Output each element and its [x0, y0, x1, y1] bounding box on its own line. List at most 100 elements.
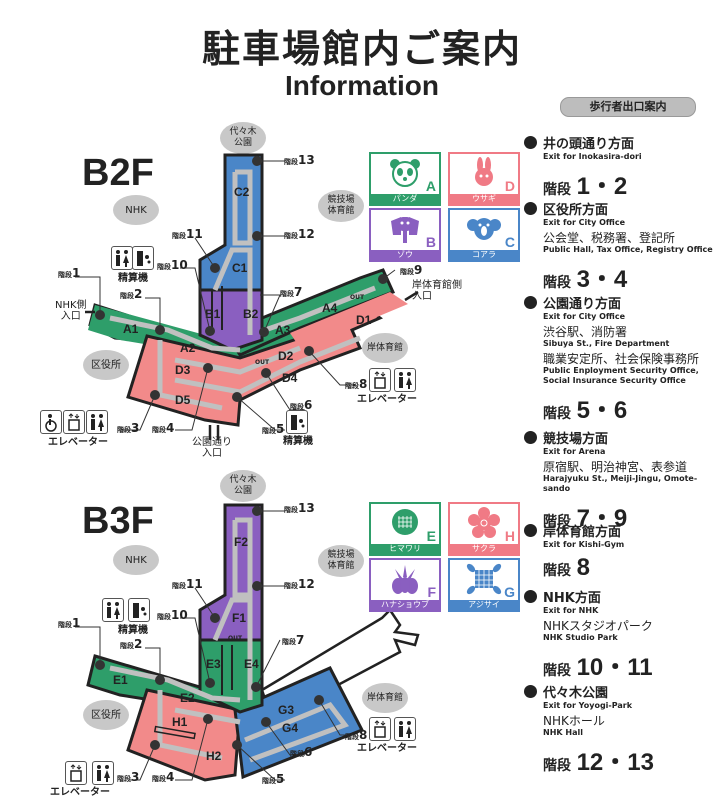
- elevator-icon: [369, 368, 391, 392]
- stair-label-1: 階段1: [58, 266, 81, 280]
- exit-title-en: Exit for City Office: [543, 218, 626, 227]
- elevator-icon: [63, 410, 85, 434]
- zone-card-b: B ゾウ: [369, 208, 441, 262]
- landmark-city-office: 区役所: [83, 700, 129, 730]
- stair-label-12: 階段12: [284, 577, 315, 591]
- exit-title-en: Exit for Yoyogi-Park: [543, 701, 633, 710]
- payment-machine-label: 精算機: [118, 273, 148, 284]
- rabbit-icon: [475, 157, 493, 186]
- zone-card-a: A パンダ: [369, 152, 441, 206]
- exit-item-yoyogi-park: 代々木公園 Exit for Yoyogi-Park NHKホール NHK Ha…: [524, 682, 724, 777]
- entrance-stubs: [85, 290, 419, 440]
- exit-title: 競技場方面: [543, 432, 609, 447]
- elevator-icon: [369, 717, 391, 741]
- zone-label: E2: [180, 691, 195, 705]
- bullet-icon: [524, 524, 537, 537]
- exit-destination-2-en-b: Social Insurance Security Office: [543, 376, 686, 385]
- exit-item-city-office: 区役所方面 Exit for City Office 公会堂、税務署、登記所 P…: [524, 199, 724, 294]
- restroom-icon: [394, 717, 416, 741]
- landmark-yoyogi-park: 代々木 公園: [220, 122, 266, 154]
- stair-label-8: 階段8: [345, 377, 368, 391]
- zone-label: E3: [206, 657, 221, 671]
- zone-label: G3: [278, 703, 294, 717]
- page-title: 駐車場館内ご案内: [201, 27, 522, 71]
- exit-stairs: 階段 5・6: [543, 397, 628, 424]
- landmark-nhk: NHK: [113, 195, 159, 225]
- out-label: OUT: [255, 359, 270, 366]
- zone-card-e: E ヒマワリ: [369, 502, 441, 556]
- exit-title: 井の頭通り方面: [543, 137, 635, 152]
- exit-title-en: Exit for Arena: [543, 447, 606, 456]
- zone-label: B1: [205, 307, 221, 321]
- stair-label-13: 階段13: [284, 501, 315, 515]
- zone-label: F1: [232, 611, 246, 625]
- exit-destination-en: Public Hall, Tax Office, Registry Office: [543, 245, 713, 254]
- landmark-arena: 競技場 体育館: [318, 545, 364, 577]
- bullet-icon: [524, 202, 537, 215]
- iris-icon: [392, 565, 418, 594]
- stair-label-5: 階段5: [262, 772, 285, 786]
- floor-map-b3f: E1 E2 E3 E4 F1 F2 G3 G4 H1 H2 OUT: [75, 503, 420, 782]
- zone-label: G4: [282, 721, 298, 735]
- exit-destination-en: NHK Studio Park: [543, 633, 618, 642]
- zone-area-f: [198, 503, 264, 642]
- stair-label-7: 階段7: [280, 285, 303, 299]
- exit-destination-en: NHK Hall: [543, 728, 583, 737]
- bullet-icon: [524, 590, 537, 603]
- bullet-icon: [524, 136, 537, 149]
- exit-title: 岸体育館方面: [543, 525, 622, 540]
- elevator-icon: [65, 761, 87, 785]
- zone-label: C2: [234, 185, 250, 199]
- exit-item-nhk: NHK方面 Exit for NHK NHKスタジオパーク NHK Studio…: [524, 587, 724, 682]
- zone-label: A2: [180, 341, 196, 355]
- pedestrian-exit-badge: 歩行者出口案内: [560, 97, 696, 117]
- stair-label-2: 階段2: [120, 287, 143, 301]
- exit-item-koen-dori: 公園通り方面 Exit for City Office 渋谷駅、消防署 Sibu…: [524, 293, 724, 425]
- exit-item-arena: 競技場方面 Exit for Arena 原宿駅、明治神宮、表参道 Harajy…: [524, 428, 724, 533]
- exit-stairs: 階段 12・13: [543, 749, 654, 776]
- out-label: OUT: [350, 294, 365, 301]
- restroom-icon: [92, 761, 114, 785]
- leader-lines-b2f: [75, 160, 396, 431]
- restroom-icon: [102, 598, 124, 622]
- exit-destination-en: Harajyuku St., Meiji-Jingu, Omote-sando: [543, 474, 698, 493]
- exit-title-en: Exit for Inokasira-dori: [543, 152, 642, 161]
- floor-label-b2f: B2F: [82, 152, 154, 194]
- stair-label-1: 階段1: [58, 616, 81, 630]
- exit-destination: NHKホール: [543, 714, 605, 728]
- exit-item-kishi-gym: 岸体育館方面 Exit for Kishi-Gym 階段 8: [524, 521, 724, 582]
- restroom-icon: [86, 410, 108, 434]
- stair-label-13: 階段13: [284, 153, 315, 167]
- wheelchair-icon: [40, 410, 62, 434]
- floor-label-b3f: B3F: [82, 500, 154, 542]
- exit-title: 代々木公園: [543, 686, 609, 701]
- landmark-kishi-gym: 岸体育館: [362, 333, 408, 363]
- stair-label-8: 階段8: [345, 728, 368, 742]
- page-subtitle: Information: [285, 70, 439, 101]
- zone-card-h: H サクラ: [448, 502, 520, 556]
- landmark-yoyogi-park: 代々木 公園: [220, 470, 266, 502]
- exit-title-en: Exit for Kishi-Gym: [543, 540, 625, 549]
- landmark-kishi-gym: 岸体育館: [362, 683, 408, 713]
- zone-card-d: D ウサギ: [448, 152, 520, 206]
- panda-icon: [390, 159, 420, 187]
- stair-label-11: 階段11: [172, 227, 203, 241]
- zone-label: A4: [322, 301, 338, 315]
- zone-label: A3: [275, 323, 291, 337]
- stair-label-12: 階段12: [284, 227, 315, 241]
- bullet-icon: [524, 685, 537, 698]
- landmark-arena: 競技場 体育館: [318, 190, 364, 222]
- stair-label-10: 階段10: [157, 608, 188, 622]
- payment-machine-label: 精算機: [118, 625, 148, 636]
- elevator-label: エレベーター: [48, 437, 108, 448]
- exit-title-en: Exit for City Office: [543, 312, 626, 321]
- zone-label: F2: [234, 535, 248, 549]
- exit-destination-en: Sibuya St., Fire Department: [543, 339, 670, 348]
- stair-label-5: 階段5: [262, 422, 285, 436]
- floor-map-b2f: A1 A2 A3 A4 B1 B2 C1 C2 D1 D2 D3 D4 D5 O…: [75, 153, 419, 440]
- zone-card-f: F ハナショウブ: [369, 558, 441, 612]
- exit-title: 公園通り方面: [543, 297, 622, 312]
- elevator-label: エレベーター: [357, 394, 417, 405]
- exit-destination: 渋谷駅、消防署: [543, 325, 628, 339]
- exit-title-en: Exit for NHK: [543, 606, 599, 615]
